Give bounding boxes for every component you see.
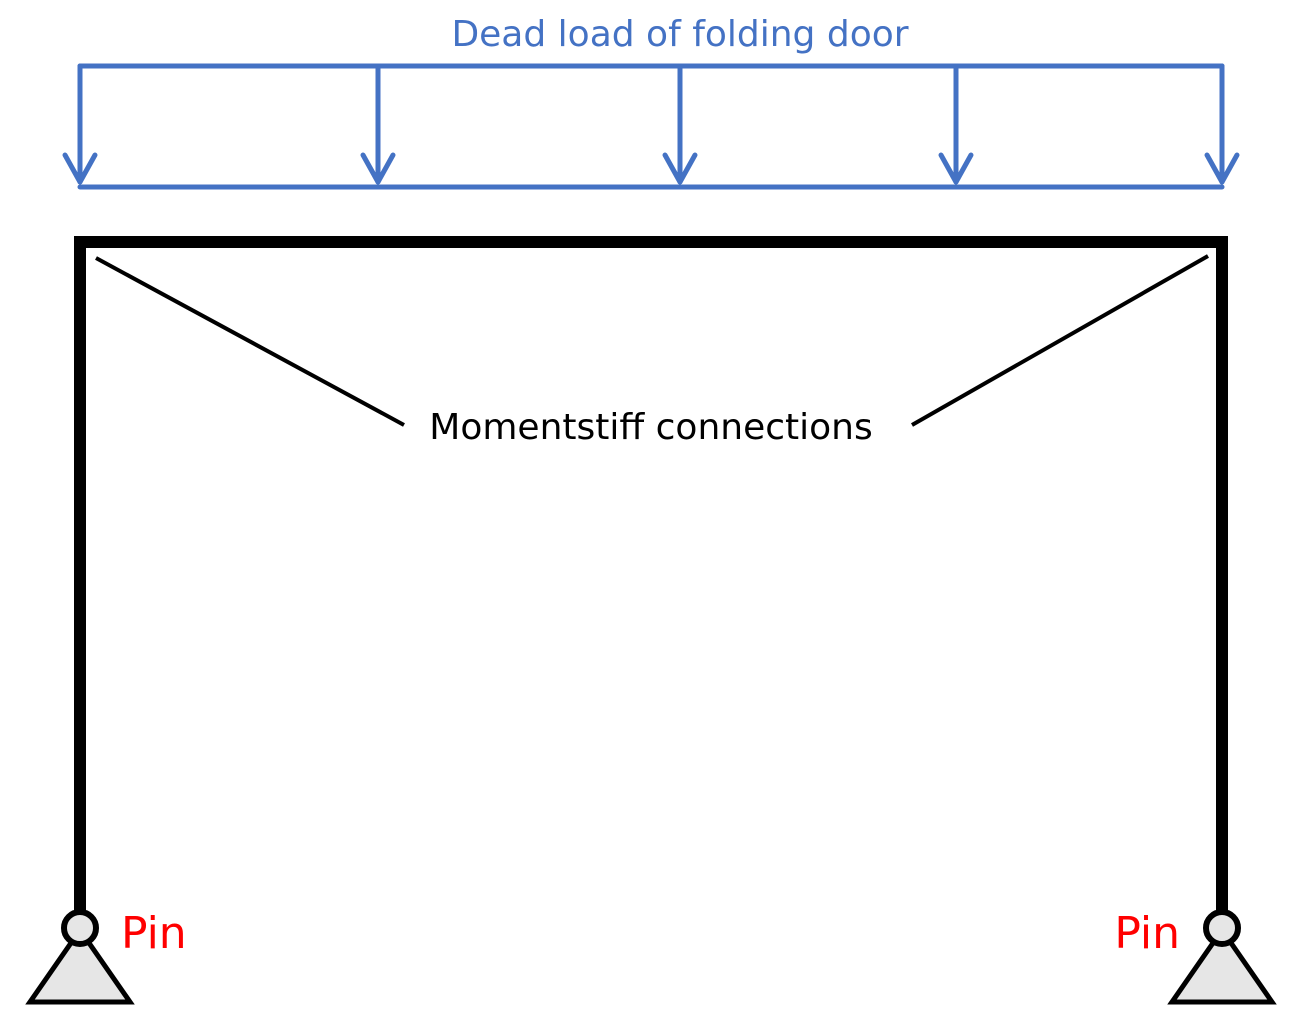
load-arrow-4 xyxy=(938,63,974,185)
load-arrow-3 xyxy=(662,63,698,185)
load-title: Dead load of folding door xyxy=(451,14,908,55)
left-support-label: Pin xyxy=(121,908,187,959)
leader-left xyxy=(95,256,405,427)
left-pin-hinge xyxy=(61,909,99,947)
leader-right xyxy=(911,254,1209,427)
right-pin-support xyxy=(1167,909,1277,1005)
connections-label: Momentstiff connections xyxy=(429,407,872,448)
load-arrow-5 xyxy=(1204,63,1240,185)
load-arrow-2 xyxy=(360,63,396,185)
right-support-triangle xyxy=(1167,925,1277,1005)
left-support-triangle xyxy=(25,925,135,1005)
connection-leaders xyxy=(95,254,1209,427)
portal-frame xyxy=(74,236,1228,918)
load-arrow-1 xyxy=(62,63,98,185)
right-support-label: Pin xyxy=(1114,908,1180,959)
left-pin-support xyxy=(25,909,135,1005)
right-pin-hinge xyxy=(1203,909,1241,947)
distributed-load xyxy=(62,63,1240,190)
